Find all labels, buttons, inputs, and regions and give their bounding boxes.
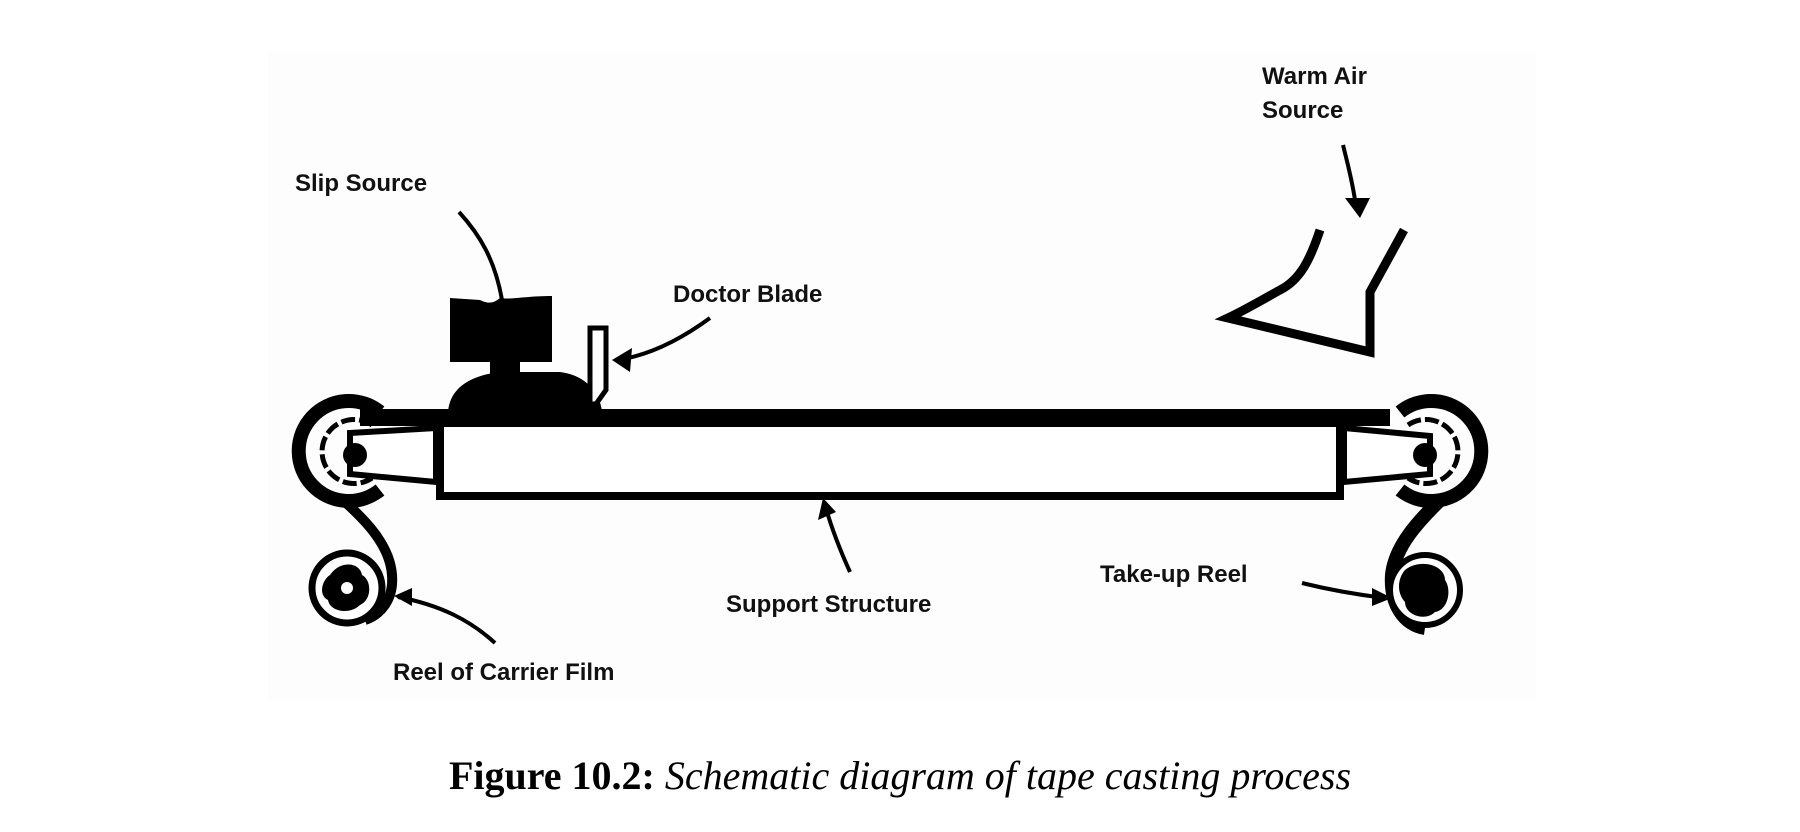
label-warm-air-line2: Source [1262, 97, 1344, 124]
figure-number: Figure 10.2: [448, 753, 655, 798]
carrier-film-reel-icon [308, 549, 386, 627]
label-take-up-reel: Take-up Reel [1100, 561, 1248, 588]
support-structure [436, 419, 1344, 500]
warm-air-arrow [1341, 144, 1357, 201]
label-slip-source: Slip Source [295, 170, 428, 197]
label-warm-air-line1: Warm Air [1262, 63, 1367, 90]
carrier-film-left-path [341, 498, 398, 625]
warm-air-arrowhead [1345, 198, 1370, 218]
take-up-reel-arrowhead [1372, 588, 1392, 606]
label-reel-of-carrier-film: Reel of Carrier Film [393, 659, 615, 686]
arrow-heads [394, 198, 1392, 606]
support-structure-arrowhead [818, 498, 836, 520]
diagram-panel [268, 52, 1536, 700]
warm-air-source-icon [1214, 227, 1408, 358]
carrier-film-reel-arrowhead [394, 588, 412, 606]
figure-caption: Figure 10.2: Schematic diagram of tape c… [0, 752, 1800, 799]
slip-source-arrow [457, 210, 504, 301]
label-doctor-blade: Doctor Blade [673, 281, 823, 308]
carrier-film-reel-arrow [397, 595, 497, 645]
doctor-blade-arrowhead [612, 348, 632, 372]
figure-description: Schematic diagram of tape casting proces… [664, 753, 1352, 798]
doctor-blade-arrow [617, 316, 712, 362]
doctor-blade-icon [587, 325, 609, 407]
carrier-film-belt [360, 409, 1390, 426]
slip-source-icon [448, 296, 602, 412]
right-roller-arm [1341, 424, 1433, 486]
label-support-structure: Support Structure [726, 591, 932, 618]
take-up-reel-icon [1387, 552, 1463, 628]
